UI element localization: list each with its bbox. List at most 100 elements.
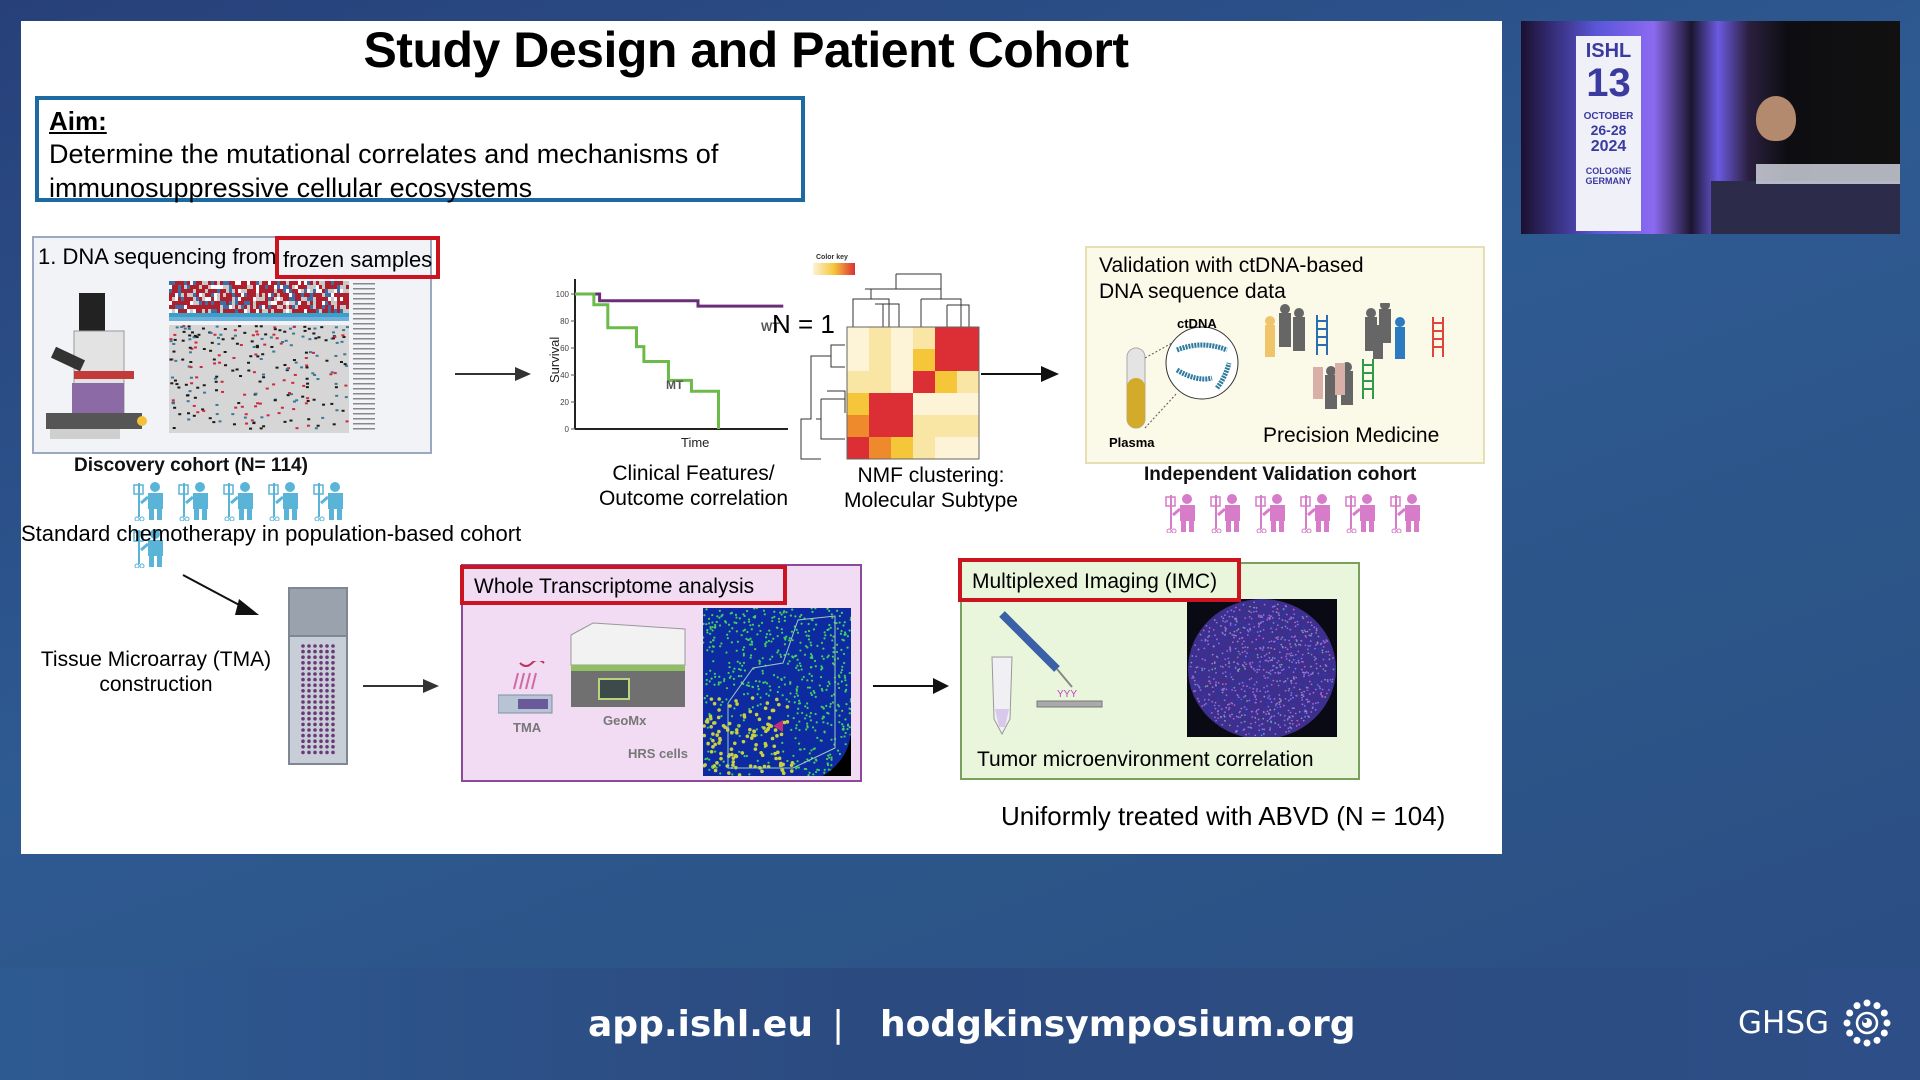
ctdna-label: ctDNA <box>1177 316 1217 331</box>
km-y-axis-label: Survival <box>547 337 562 383</box>
heatmap-cell <box>935 327 957 349</box>
heatmap-cell <box>847 393 869 415</box>
ghsg-logo-icon <box>1843 999 1891 1047</box>
banner-days: 26-28 <box>1590 122 1627 138</box>
heatmap-cell <box>847 349 869 371</box>
color-key-label: Color key <box>816 254 848 261</box>
patient-iv-icon <box>1300 494 1330 534</box>
patient-iv-icon <box>133 482 163 522</box>
link-hodgkinsymposium[interactable]: hodgkinsymposium.org <box>880 1004 1356 1045</box>
banner-city: COLOGNE <box>1585 166 1632 176</box>
tma-slide-icon <box>288 587 348 765</box>
heatmap-cell <box>957 349 979 371</box>
km-y-tick: 0 <box>565 425 570 434</box>
validation-title-line1: Validation with ctDNA-based <box>1099 254 1364 277</box>
geomx-tissue-image <box>703 608 851 776</box>
heatmap-cell <box>891 393 913 415</box>
microscope-icon <box>46 293 147 439</box>
banner-month: OCTOBER <box>1583 111 1634 122</box>
heatmap-cell <box>935 349 957 371</box>
heatmap-cell <box>891 415 913 437</box>
wt-series-label: WT <box>761 320 780 334</box>
patient-iv-icon <box>313 482 343 522</box>
mt-survival-line <box>575 292 720 429</box>
km-y-tick: 20 <box>560 398 569 407</box>
heatmap-cell <box>847 415 869 437</box>
tma-probe-icon <box>498 661 553 714</box>
heatmap-cell <box>913 393 935 415</box>
link-app-ishl[interactable]: app.ishl.eu <box>588 1004 813 1045</box>
arrow-right-icon <box>363 679 439 693</box>
mutation-oncoprint <box>169 281 375 433</box>
discovery-patient-icons <box>131 479 391 569</box>
imc-caption: Tumor microenvironment correlation <box>977 748 1314 771</box>
km-y-tick: 80 <box>560 317 569 326</box>
presentation-slide: Study Design and Patient Cohort Aim: Det… <box>21 21 1502 854</box>
banner-country: GERMANY <box>1585 176 1632 186</box>
patient-iv-icon <box>1345 494 1375 534</box>
precision-medicine-label: Precision Medicine <box>1263 424 1440 447</box>
patient-iv-icon <box>1255 494 1285 534</box>
heatmap-cell <box>869 349 891 371</box>
aim-label: Aim: <box>49 106 107 136</box>
patient-iv-icon <box>133 529 163 569</box>
dna-sequencing-panel: 1. DNA sequencing from <box>32 236 432 454</box>
heatmap-cell <box>891 327 913 349</box>
heatmap-cell <box>869 327 891 349</box>
frozen-samples-highlight: frozen samples <box>275 236 440 279</box>
svg-text:YYY: YYY <box>1057 689 1077 700</box>
tma-label: Tissue Microarray (TMA) construction <box>31 647 281 697</box>
heatmap-cell <box>847 371 869 393</box>
heatmap-cell <box>869 415 891 437</box>
heatmap-cell <box>935 371 957 393</box>
heatmap-cell <box>957 437 979 459</box>
tma-small-label: TMA <box>513 720 542 735</box>
heatmap-cell <box>913 437 935 459</box>
pipette-antibody-icon: YYY <box>991 611 1103 736</box>
validation-patient-icons <box>1163 491 1443 534</box>
km-y-tick: 40 <box>560 371 569 380</box>
heatmap-cell <box>957 327 979 349</box>
plasma-label: Plasma <box>1109 435 1155 450</box>
color-key-bar <box>813 263 855 275</box>
clinical-caption: Clinical Features/ Outcome correlation <box>551 461 836 511</box>
dna-panel-title: 1. DNA sequencing from <box>38 244 276 270</box>
podium-top <box>1756 164 1900 184</box>
aim-box: Aim: Determine the mutational correlates… <box>35 96 805 203</box>
ghsg-logo-text: GHSG <box>1738 1005 1830 1041</box>
patient-iv-icon <box>268 482 298 522</box>
heatmap-cell <box>913 371 935 393</box>
precision-medicine-people-icon <box>1265 303 1444 409</box>
banner-year: 2024 <box>1590 138 1627 155</box>
patient-iv-icon <box>178 482 208 522</box>
heatmap-cell <box>935 415 957 437</box>
validation-cohort-label: Independent Validation cohort <box>1144 464 1417 485</box>
tma-label-line1: Tissue Microarray (TMA) <box>40 648 272 671</box>
abvd-note: Uniformly treated with ABVD (N = 104) <box>1001 801 1446 831</box>
n-partial-label: N = 1 <box>772 309 835 339</box>
footer-separator: | <box>832 1004 845 1045</box>
heatmap-cell <box>957 393 979 415</box>
heatmap-cell <box>847 437 869 459</box>
clinical-caption-line1: Clinical Features/ <box>612 462 775 485</box>
heatmap-cell <box>913 349 935 371</box>
patient-iv-icon <box>1210 494 1240 534</box>
slide-title: Study Design and Patient Cohort <box>363 22 1129 78</box>
nmf-caption: NMF clustering: Molecular Subtype <box>811 463 1051 513</box>
frozen-samples-label: frozen samples <box>283 247 433 272</box>
banner-13: 13 <box>1586 61 1631 105</box>
hrs-cells-label: HRS cells <box>628 746 688 761</box>
heatmap-cell <box>957 371 979 393</box>
conference-banner: ISHL 13 OCTOBER 26-28 2024 COLOGNE GERMA… <box>1576 36 1641 231</box>
validation-title: Validation with ctDNA-based DNA sequence… <box>1099 253 1364 305</box>
patient-iv-icon <box>1390 494 1420 534</box>
validation-panel: Validation with ctDNA-based DNA sequence… <box>1085 246 1485 464</box>
arrow-right-icon <box>873 678 949 694</box>
nmf-heatmap: Color key <box>800 254 980 460</box>
imc-title: Multiplexed Imaging (IMC) <box>972 570 1218 593</box>
nmf-caption-line1: NMF clustering: <box>857 464 1005 487</box>
speaker-figure <box>1756 96 1796 141</box>
banner-ishl: ISHL <box>1585 40 1632 62</box>
mt-series-label: MT <box>666 378 684 392</box>
